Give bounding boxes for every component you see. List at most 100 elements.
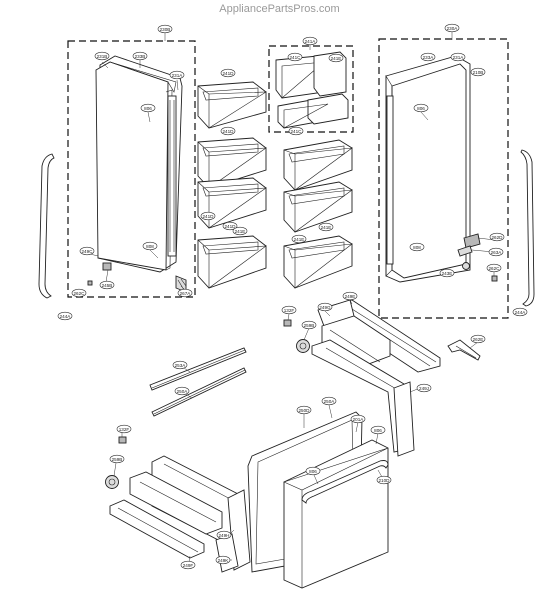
callout-text: 250A	[177, 389, 189, 394]
callout-241e: 241E	[291, 234, 307, 244]
callout-text: 245B	[102, 283, 113, 288]
callout-241c: 241C	[288, 126, 304, 136]
callout-241d: 241D	[220, 68, 236, 78]
callout-text: 233A	[423, 55, 435, 60]
callout-text: 267A	[180, 291, 192, 296]
callout-text: 806	[417, 106, 425, 111]
door-bin-left-4	[197, 235, 268, 289]
callout-233b: 233B	[132, 51, 148, 61]
leader-lines	[89, 31, 496, 563]
right-door-panel	[391, 63, 467, 279]
callout-245b: 245B	[99, 280, 115, 290]
callout-806: 806	[140, 103, 156, 113]
watermark-text: AppliancePartsPros.com	[219, 3, 340, 15]
callout-text: 241A	[305, 39, 317, 44]
callout-text: 249C	[82, 249, 94, 254]
callout-806: 806	[413, 103, 429, 113]
callout-201a: 201A	[350, 414, 366, 424]
callout-132f: 132F	[281, 305, 297, 315]
callout-text: 241E	[331, 56, 342, 61]
callout-249e: 249E	[342, 291, 358, 301]
callout-243e: 243E	[439, 268, 455, 278]
callout-230b: 230B	[157, 24, 173, 34]
callout-text: 808	[146, 244, 154, 249]
door-bin-upper-left	[197, 81, 268, 129]
callout-249k: 249K	[215, 555, 231, 565]
door-bins	[197, 45, 354, 289]
callout-808: 808	[142, 241, 158, 251]
callout-249f: 249F	[180, 560, 196, 570]
callout-262d: 262D	[489, 232, 505, 242]
right-door-handle	[520, 149, 535, 307]
callout-241e: 241E	[232, 226, 248, 236]
callout-241e: 241E	[328, 53, 344, 63]
callout-250a: 250A	[174, 386, 190, 396]
callout-text: 259B	[112, 457, 123, 462]
callout-text: 806	[144, 106, 152, 111]
callout-249c: 249C	[79, 246, 95, 256]
callout-249g: 249G	[317, 302, 333, 312]
callout-241d: 241D	[222, 221, 238, 231]
callout-text: 231B	[97, 54, 108, 59]
left-door-dashed-box	[67, 40, 196, 298]
callout-text: 249J	[419, 386, 429, 391]
callout-text: 249G	[319, 305, 331, 310]
roller-wheel-upper	[296, 339, 310, 353]
right-door-assembly	[378, 38, 535, 319]
callout-244a: 244A	[57, 311, 73, 321]
callout-text: 249F	[183, 563, 194, 568]
freezer-door-panel	[283, 439, 389, 589]
callout-text: 241D	[203, 214, 215, 219]
callout-259b: 259B	[109, 454, 125, 464]
callout-808: 808	[409, 242, 425, 252]
callout-text: 241D	[225, 224, 237, 229]
callout-230a: 230A	[444, 23, 460, 33]
callout-249h: 249H	[216, 530, 232, 540]
callout-text: 808	[413, 245, 421, 250]
callout-267a: 267A	[177, 288, 193, 298]
callout-text: 230B	[160, 27, 171, 32]
callout-text: 259B	[304, 323, 315, 328]
callout-text: 201A	[353, 417, 365, 422]
callout-text: 806	[309, 469, 317, 474]
door-bin-right-3	[283, 181, 354, 233]
callout-text: 241E	[235, 229, 246, 234]
callout-text: 231A	[453, 55, 465, 60]
callout-262c: 262C	[71, 288, 87, 298]
callout-806: 806	[370, 425, 386, 435]
callout-text: 263A	[491, 250, 503, 255]
door-bin-left-2	[197, 137, 268, 189]
callout-text: 132F	[284, 308, 295, 313]
callout-263a: 263A	[488, 247, 504, 257]
callout-241e: 241E	[318, 222, 334, 232]
callout-labels: 231B 233B 230B 231A 806 808 249C 245B 262C 267A 24…	[57, 23, 528, 570]
callout-text: 241E	[321, 225, 332, 230]
callout-text: 249H	[219, 533, 230, 538]
left-door-handle	[38, 153, 55, 299]
callout-text: 244A	[515, 310, 527, 315]
callout-244a: 244A	[512, 307, 528, 317]
callout-210d: 210D	[376, 475, 392, 485]
callout-text: 210B	[473, 70, 484, 75]
callout-text: 231A	[172, 73, 184, 78]
callout-241a: 241A	[302, 36, 318, 46]
callout-text: 241E	[294, 237, 305, 242]
callout-262c: 262C	[486, 263, 502, 273]
bin-set-dashed-box	[268, 45, 354, 133]
callout-text: 241C	[291, 129, 303, 134]
callout-210b: 210B	[470, 67, 486, 77]
door-bin-right-4	[283, 235, 354, 289]
left-door-panel	[95, 61, 169, 271]
left-door-assembly	[38, 33, 196, 299]
freezer-door-handle	[301, 460, 389, 504]
drawer-rods	[149, 347, 247, 417]
callout-text: 249E	[345, 294, 356, 299]
callout-262e: 262E	[470, 334, 486, 344]
callout-249j: 249J	[416, 383, 432, 393]
callout-253a: 253A	[172, 360, 188, 370]
callout-text: 250D	[299, 408, 311, 413]
callout-231a: 231A	[450, 52, 466, 62]
door-bin-left-3	[197, 177, 268, 229]
callout-text: 230A	[447, 26, 459, 31]
